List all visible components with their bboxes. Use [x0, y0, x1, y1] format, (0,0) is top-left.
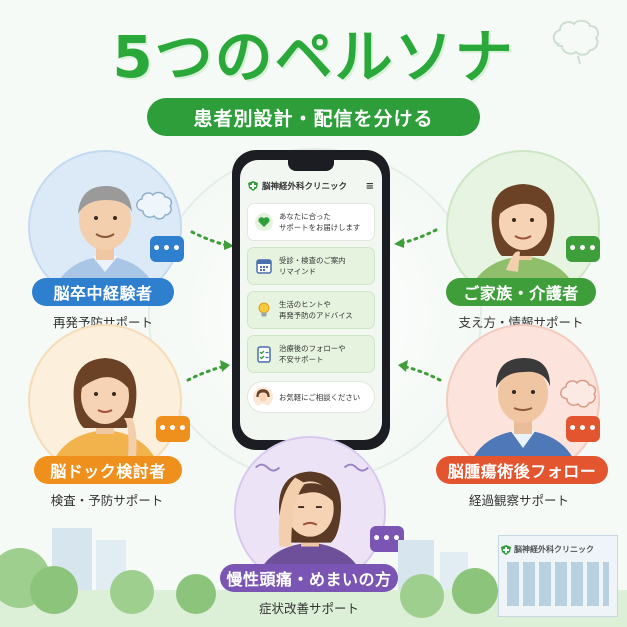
phone-screen: 脳神経外科クリニック ≡ あなたに合ったサポートをお届けします 受診・検査のご案… — [240, 160, 382, 440]
smartphone-mockup: 脳神経外科クリニック ≡ あなたに合ったサポートをお届けします 受診・検査のご案… — [232, 150, 390, 450]
card-consult-text: お気軽にご相談ください — [279, 392, 361, 402]
chat-bubble-icon: ••• — [156, 416, 190, 442]
brain-doodle-icon — [136, 191, 173, 220]
hamburger-menu-icon[interactable]: ≡ — [365, 180, 374, 192]
clinic-sign: 脳神経外科クリニック — [501, 544, 615, 555]
persona-label-tumor: 脳腫瘍術後フォロー — [436, 456, 608, 484]
app-name: 脳神経外科クリニック — [262, 182, 348, 192]
persona-caption-headache: 症状改善サポート — [258, 601, 359, 616]
card-advice-line2: 再発予防のアドバイス — [279, 311, 353, 320]
persona-caption-tumor: 経過観察サポート — [468, 493, 569, 508]
checklist-icon — [257, 346, 271, 363]
heart-icon — [255, 213, 273, 231]
lightbulb-icon — [258, 302, 270, 317]
tree — [30, 566, 78, 614]
page-title: 5つのペルソナ — [112, 23, 515, 91]
chat-bubble-icon: ••• — [566, 236, 600, 262]
tree — [400, 574, 444, 618]
card-consult[interactable]: お気軽にご相談ください — [248, 382, 374, 412]
arrow-persona1 — [190, 230, 234, 250]
tree — [452, 568, 498, 614]
clinic-cross-icon — [501, 544, 511, 555]
chat-bubble-icon: ••• — [150, 236, 184, 262]
brain-icon — [552, 19, 599, 65]
phone-notch — [288, 160, 334, 171]
clinic-building: 脳神経外科クリニック — [498, 535, 618, 617]
clinic-cross-icon — [248, 181, 258, 191]
tree — [176, 574, 216, 614]
card-followup-line2: 不安サポート — [279, 355, 324, 364]
persona-brain-dock-portrait — [28, 324, 182, 478]
arrow-persona4 — [398, 360, 442, 382]
card-reminder-line1: 受診・検査のご案内 — [279, 256, 346, 265]
persona-label-headache: 慢性頭痛・めまいの方 — [220, 564, 398, 592]
persona-caption-family: 支え方・情報サポート — [458, 315, 584, 330]
chat-bubble-icon: ••• — [566, 416, 600, 442]
nurse-avatar-icon — [253, 387, 273, 407]
persona-label-dock: 脳ドック検討者 — [34, 456, 182, 484]
card-followup-line1: 治療後のフォローや — [279, 344, 346, 353]
arrow-persona2 — [394, 228, 438, 248]
persona-label-family: ご家族・介護者 — [446, 278, 596, 306]
tree — [110, 570, 154, 614]
card-reminder-line2: リマインド — [279, 267, 316, 276]
calendar-icon — [256, 259, 272, 274]
card-support-line2: サポートをお届けします — [279, 223, 361, 232]
card-followup[interactable]: 治療後のフォローや不安サポート — [248, 336, 374, 372]
persona-label-stroke: 脳卒中経験者 — [32, 278, 174, 306]
card-support-line1: あなたに合った — [279, 212, 331, 221]
card-advice[interactable]: 生活のヒントや再発予防のアドバイス — [248, 292, 374, 328]
subtitle-banner: 患者別設計・配信を分ける — [147, 98, 480, 136]
clinic-sign-text: 脳神経外科クリニック — [514, 545, 594, 554]
clinic-windows — [507, 562, 609, 606]
card-support[interactable]: あなたに合ったサポートをお届けします — [248, 204, 374, 240]
persona-caption-dock: 検査・予防サポート — [50, 493, 164, 508]
persona-caption-stroke: 再発予防サポート — [52, 315, 153, 330]
app-header: 脳神経外科クリニック ≡ — [240, 176, 382, 196]
brain-doodle-icon — [560, 379, 597, 408]
card-reminder[interactable]: 受診・検査のご案内リマインド — [248, 248, 374, 284]
card-advice-line1: 生活のヒントや — [279, 300, 331, 309]
arrow-persona3 — [186, 360, 230, 382]
